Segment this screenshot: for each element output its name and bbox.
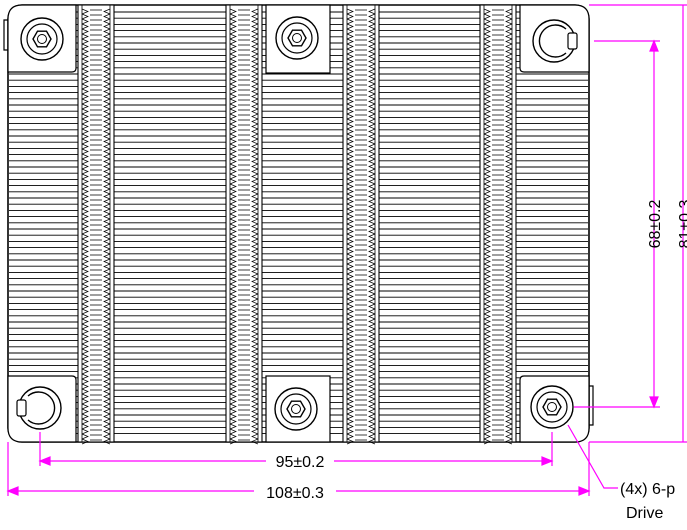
spring-clip-icon — [27, 391, 56, 425]
dimension-lines — [6, 4, 687, 496]
screw-bottom-right — [530, 385, 574, 429]
dim-label-108: 108±0.3 — [266, 485, 324, 502]
clip-bottom-left — [16, 386, 62, 430]
hex-socket-icon — [542, 398, 562, 416]
screw-bottom-center — [274, 387, 318, 431]
spring-clip-icon — [538, 24, 567, 58]
screw-top-center — [275, 16, 319, 60]
hex-socket-icon — [287, 29, 307, 47]
side-tab-left — [3, 19, 8, 51]
callout-text-line2: Drive — [626, 505, 663, 522]
dim-label-81: 81±0.3 — [677, 199, 687, 248]
side-tab-right — [589, 385, 594, 426]
hex-socket-icon — [286, 400, 306, 418]
callout-text-line1: (4x) 6-p — [620, 481, 675, 498]
hex-socket-icon — [32, 30, 52, 48]
heat-pipe-column — [77, 4, 115, 445]
heat-pipe-column — [479, 4, 517, 445]
heat-pipe-columns — [77, 4, 517, 445]
dim-label-95: 95±0.2 — [276, 454, 325, 471]
dim-label-68: 68±0.2 — [647, 199, 664, 248]
heat-pipe-column — [225, 4, 263, 445]
heat-pipe-column — [342, 4, 380, 445]
screw-top-left — [20, 17, 64, 61]
clip-top-right — [532, 19, 578, 63]
